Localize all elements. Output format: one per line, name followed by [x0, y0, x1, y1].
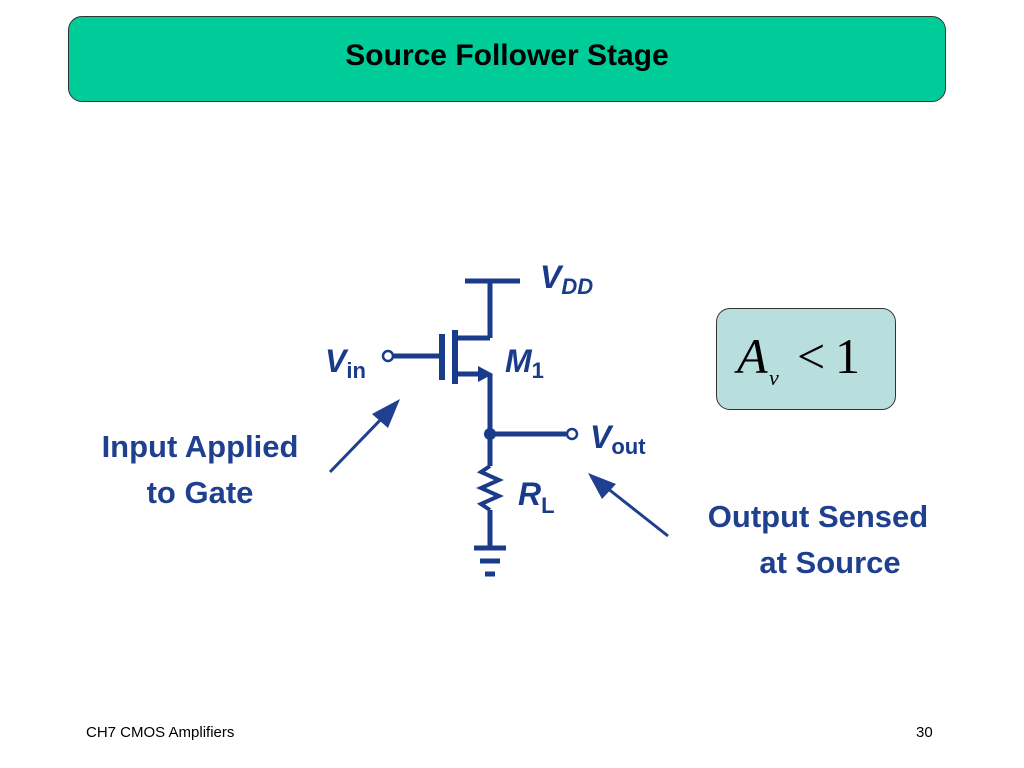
- gain-subscript: v: [769, 365, 779, 390]
- gain-symbol: A: [737, 328, 768, 384]
- output-arrow-shaft: [601, 482, 669, 538]
- input-annotation-line-1: Input Applied: [102, 429, 299, 464]
- gain-relation: <: [797, 328, 826, 384]
- input-arrow-head-icon: [372, 399, 400, 428]
- input-arrow-shaft: [328, 410, 390, 474]
- gain-equation-box: A v < 1: [716, 308, 896, 410]
- vin-label: Vin: [325, 343, 366, 383]
- vin-terminal: [381, 349, 395, 363]
- output-node-dot: [484, 428, 496, 440]
- output-annotation-line-2: at Source: [759, 545, 900, 580]
- m1-label: M1: [505, 343, 544, 383]
- footer-course-label: CH7 CMOS Amplifiers: [86, 724, 235, 741]
- source-arrow-icon: [478, 366, 493, 382]
- vout-terminal: [565, 427, 579, 441]
- circuit-wires: [394, 278, 566, 577]
- slide-title: Source Follower Stage: [345, 39, 669, 72]
- input-annotation: Input Applied to Gate: [102, 429, 299, 510]
- page-number: 30: [916, 724, 933, 741]
- vdd-label: VDD: [540, 259, 593, 299]
- output-annotation: Output Sensed at Source: [708, 499, 928, 580]
- vout-label: Vout: [590, 419, 646, 459]
- title-banner: Source Follower Stage: [68, 16, 946, 102]
- output-arrow-head-icon: [588, 473, 616, 499]
- rl-label: RL: [518, 476, 555, 518]
- output-annotation-line-1: Output Sensed: [708, 499, 928, 534]
- gain-value: 1: [835, 328, 860, 384]
- resistor-zigzag: [476, 464, 504, 512]
- input-annotation-line-2: to Gate: [147, 475, 254, 510]
